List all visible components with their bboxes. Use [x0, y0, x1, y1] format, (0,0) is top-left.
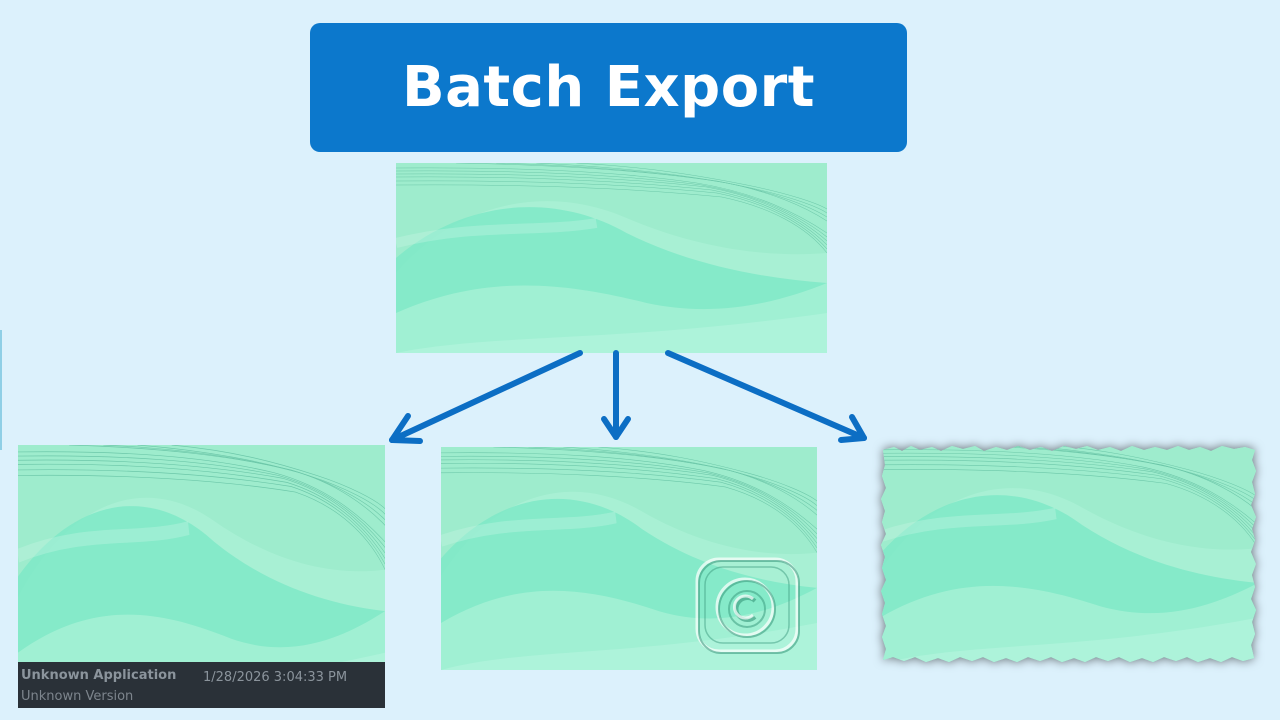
footer-application: Unknown Application — [21, 668, 177, 683]
wave-background-image — [396, 163, 827, 353]
left-edge-mark — [0, 330, 2, 450]
batch-export-banner: Batch Export — [310, 23, 907, 152]
arrow-center — [601, 350, 631, 440]
output-torn-edge — [880, 444, 1258, 664]
banner-title: Batch Export — [401, 55, 816, 120]
arrow-right — [665, 350, 867, 443]
output-watermark — [441, 447, 817, 670]
copyright-stamp-icon — [695, 557, 800, 654]
footer-version: Unknown Version — [21, 689, 134, 704]
image-footer-bar: Unknown Application Unknown Version 1/28… — [18, 662, 385, 708]
footer-timestamp: 1/28/2026 3:04:33 PM — [203, 670, 348, 685]
arrow-left — [389, 350, 583, 444]
source-image — [396, 163, 827, 353]
output-footer-caption: Unknown Application Unknown Version 1/28… — [18, 445, 385, 708]
torn-edge-image — [880, 444, 1258, 664]
